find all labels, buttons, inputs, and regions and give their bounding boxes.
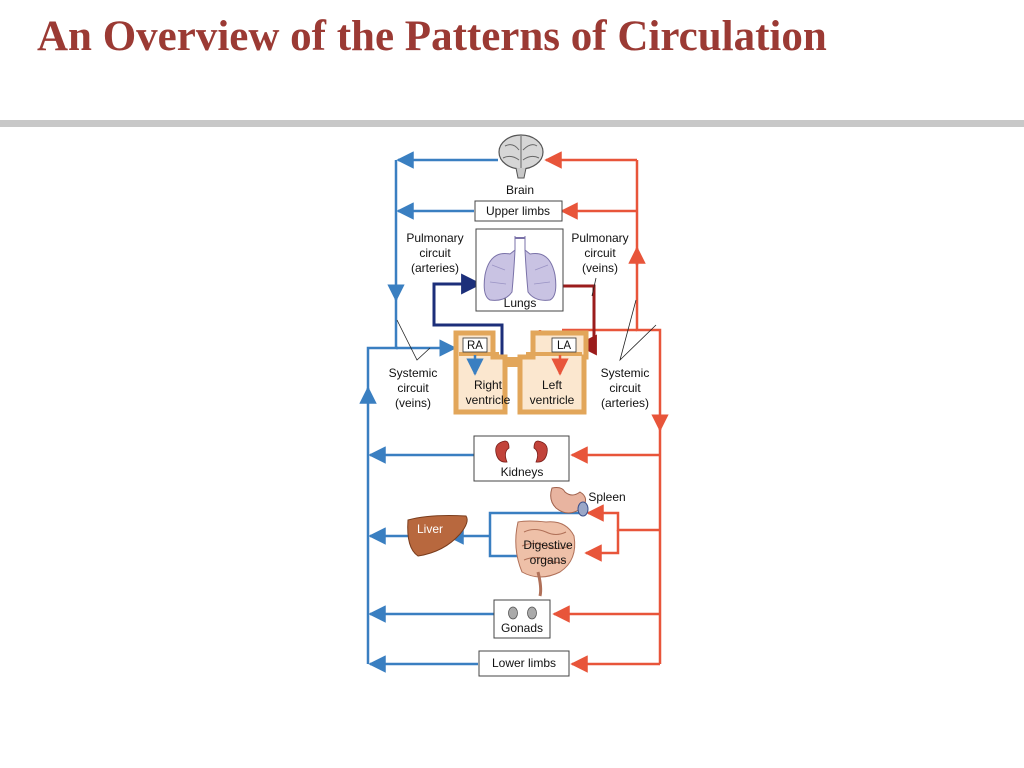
systemic-veins-leader (396, 319, 431, 361)
left-ventricle-label-line2: ventricle (530, 393, 575, 407)
pulmonary-veins-leader (591, 277, 597, 297)
title-divider (0, 120, 1024, 127)
systemic-veins-label-line1: Systemic (389, 366, 438, 380)
pulmonary-veins-label-line1: Pulmonary (571, 231, 628, 245)
right-ventricle-label-line1: Right (474, 378, 503, 392)
pulmonary-arteries-label-line1: Pulmonary (406, 231, 463, 245)
la-label: LA (557, 340, 571, 352)
digestive-label-line2: organs (530, 553, 567, 567)
hepatic-portal-line (488, 511, 582, 558)
liver-label: Liver (417, 522, 443, 536)
kidneys-box (473, 435, 570, 482)
digestive-artery-arrow (584, 530, 620, 562)
lower-limbs-label: Lower limbs (492, 656, 556, 670)
upper-limbs-label: Upper limbs (486, 204, 550, 218)
spleen-icon (577, 501, 589, 517)
gonads-icon (508, 606, 537, 620)
liver-icon (407, 515, 468, 557)
systemic-arteries-label-line3: (arteries) (601, 396, 649, 410)
left-ventricle-label-line1: Left (542, 378, 563, 392)
spleen-artery-arrow (586, 504, 660, 532)
digestive-label-line1: Digestive (523, 538, 573, 552)
kidneys-label: Kidneys (501, 465, 544, 479)
lungs-icon (475, 228, 564, 312)
gonads-label: Gonads (501, 621, 543, 635)
aorta-line (635, 160, 662, 664)
pulmonary-veins-label-line3: (veins) (582, 261, 618, 275)
kidneys-icon (495, 440, 548, 463)
septum (505, 357, 520, 367)
la-valve (526, 352, 582, 356)
upper-limbs-box (474, 200, 563, 222)
systemic-veins-label-line3: (veins) (395, 396, 431, 410)
systemic-arteries-leader (619, 299, 657, 362)
arterial-supply (538, 151, 669, 673)
pulmonary-arteries-label-line2: circuit (419, 246, 451, 260)
pulmonary-arteries-label-line3: (arteries) (411, 261, 459, 275)
brain-icon (498, 134, 544, 179)
lungs-label: Lungs (504, 296, 537, 310)
systemic-veins-label-line2: circuit (397, 381, 429, 395)
ra-label: RA (467, 340, 483, 352)
slide-title: An Overview of the Patterns of Circulati… (37, 13, 827, 60)
gonads-box (493, 599, 551, 639)
pulmonary-veins-label-line2: circuit (584, 246, 616, 260)
ra-valve-left (459, 352, 499, 356)
right-ventricle-label-line2: ventricle (466, 393, 511, 407)
systemic-arteries-label-line2: circuit (609, 381, 641, 395)
brain-label: Brain (506, 183, 534, 197)
systemic-arteries-label-line1: Systemic (601, 366, 650, 380)
spleen-label: Spleen (588, 490, 625, 504)
ra-label-box (462, 337, 488, 353)
venous-return (359, 151, 582, 673)
pulmonary-artery-line (432, 273, 504, 386)
stomach-icon (550, 487, 586, 514)
lower-limbs-box (478, 650, 570, 677)
heart: RA LA Right ventricle Left ventricle (453, 330, 589, 415)
lower-vena-cava-line (366, 346, 398, 664)
la-label-box (551, 337, 577, 353)
intestine-icon (515, 520, 576, 597)
